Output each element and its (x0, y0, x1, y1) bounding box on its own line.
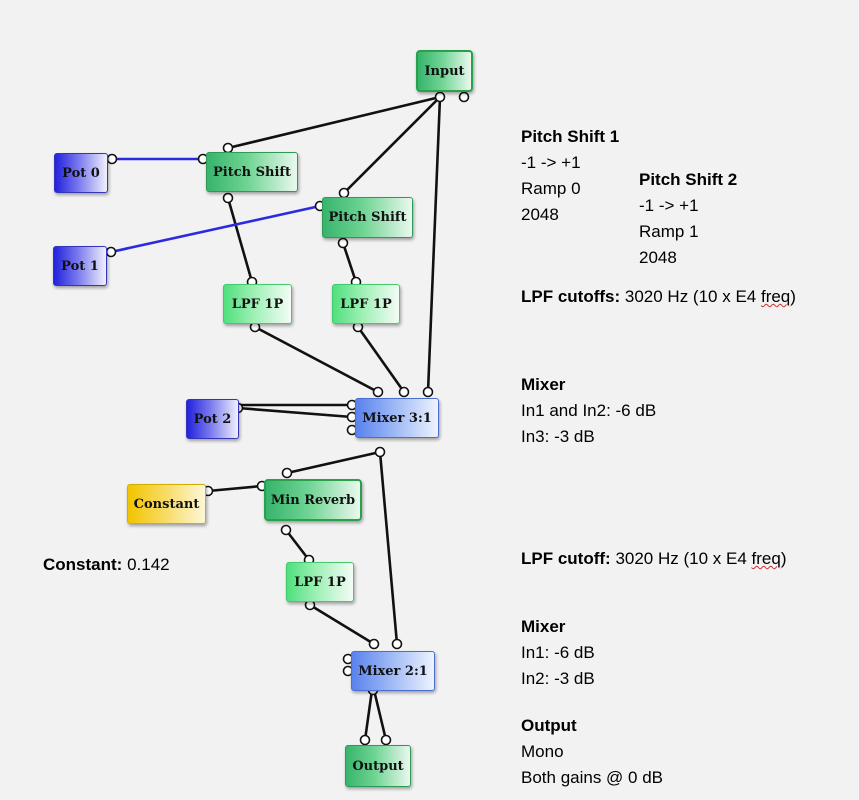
note-line: 2048 (639, 248, 677, 267)
note-title: Output (521, 716, 577, 735)
lpf-3-node[interactable]: LPF 1P (286, 562, 354, 602)
note-value: 3020 Hz (10 x E4 (624, 287, 761, 306)
note-value: ) (780, 549, 787, 568)
pot2-node[interactable]: Pot 2 (186, 399, 239, 439)
note-value: freq (760, 287, 791, 306)
note-value: 3020 Hz (10 x E4 (615, 549, 752, 568)
output-node[interactable]: Output (345, 745, 411, 787)
lpf-1-label: LPF 1P (231, 296, 284, 312)
note-line: 2048 (521, 205, 559, 224)
min-reverb-label: Min Reverb (270, 492, 356, 508)
note-line: In3: -3 dB (521, 427, 595, 446)
input-node-label: Input (424, 63, 465, 79)
pitch-shift-1-note: Pitch Shift 1 -1 -> +1 Ramp 0 2048 (521, 124, 619, 228)
lpf-1-node[interactable]: LPF 1P (223, 284, 292, 324)
note-line: In1: -6 dB (521, 643, 595, 662)
output-note: Output Mono Both gains @ 0 dB (521, 713, 663, 791)
note-title: Pitch Shift 1 (521, 127, 620, 146)
input-node[interactable]: Input (416, 50, 473, 92)
note-title: Mixer (521, 375, 566, 394)
note-line: Both gains @ 0 dB (521, 768, 664, 787)
mixer-2-1-label: Mixer 2:1 (358, 663, 428, 679)
note-title: Mixer (521, 617, 566, 636)
note-line: Mono (521, 742, 564, 761)
pitch-shift-2-note: Pitch Shift 2 -1 -> +1 Ramp 1 2048 (639, 167, 737, 271)
pot0-node[interactable]: Pot 0 (54, 153, 108, 193)
constant-node-label: Constant (133, 496, 200, 512)
pot2-node-label: Pot 2 (193, 411, 232, 427)
pitch-shift-2-label: Pitch Shift (328, 210, 407, 225)
pot1-node[interactable]: Pot 1 (53, 246, 107, 286)
mixer-1-note: Mixer In1 and In2: -6 dB In3: -3 dB (521, 372, 656, 450)
note-value: 0.142 (127, 555, 170, 574)
mixer-2-note: Mixer In1: -6 dB In2: -3 dB (521, 614, 595, 692)
note-line: Ramp 0 (521, 179, 581, 198)
note-value: ) (790, 287, 796, 306)
output-node-label: Output (352, 758, 404, 774)
note-label: LPF cutoff: (521, 549, 611, 568)
note-label: Constant: (43, 555, 123, 574)
pitch-shift-2-node[interactable]: Pitch Shift (322, 197, 413, 238)
note-line: In2: -3 dB (521, 669, 595, 688)
constant-node[interactable]: Constant (127, 484, 206, 524)
min-reverb-node[interactable]: Min Reverb (264, 479, 362, 521)
lpf-2-label: LPF 1P (340, 296, 392, 312)
pitch-shift-1-node[interactable]: Pitch Shift (206, 152, 298, 192)
pitch-shift-1-label: Pitch Shift (213, 164, 291, 180)
note-title: Pitch Shift 2 (639, 170, 738, 189)
pot0-node-label: Pot 0 (62, 165, 100, 181)
mixer-3-1-label: Mixer 3:1 (362, 410, 432, 426)
note-line: -1 -> +1 (639, 196, 699, 215)
note-label: LPF cutoffs: (521, 287, 621, 306)
note-line: In1 and In2: -6 dB (521, 401, 657, 420)
lpf-3-label: LPF 1P (294, 574, 346, 590)
mixer-3-1-node[interactable]: Mixer 3:1 (355, 398, 439, 438)
note-line: Ramp 1 (639, 222, 699, 241)
pot1-node-label: Pot 1 (61, 258, 99, 274)
lpf-cutoffs-note: LPF cutoffs: 3020 Hz (10 x E4 freq) (521, 284, 796, 310)
lpf-2-node[interactable]: LPF 1P (332, 284, 400, 324)
note-value: freq (751, 549, 781, 568)
mixer-2-1-node[interactable]: Mixer 2:1 (351, 651, 435, 691)
constant-note: Constant: 0.142 (43, 552, 170, 578)
lpf-cutoff-note: LPF cutoff: 3020 Hz (10 x E4 freq) (521, 546, 786, 572)
note-line: -1 -> +1 (521, 153, 581, 172)
